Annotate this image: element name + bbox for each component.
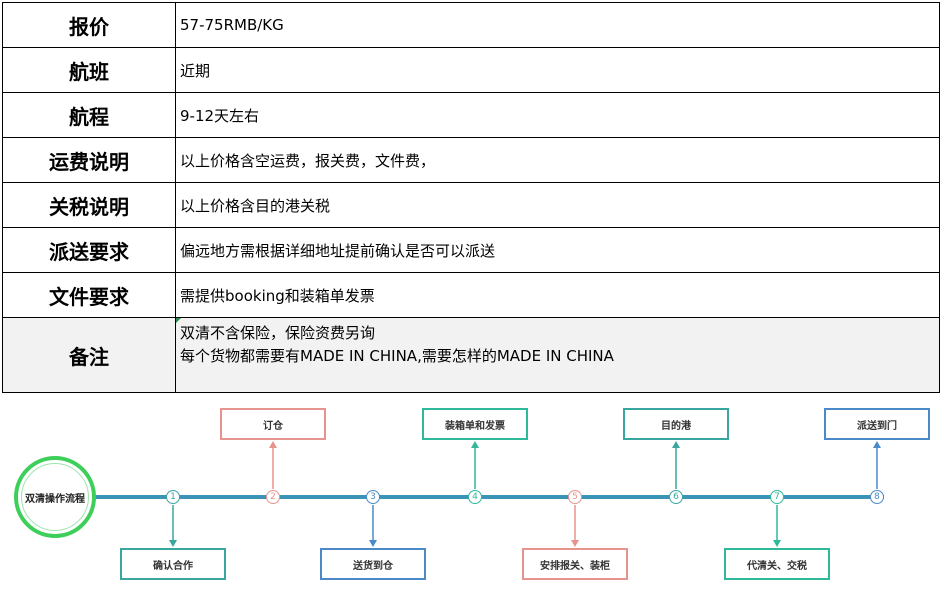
step-box: 代清关、交税 [724,548,830,580]
step-node: 4 [468,490,482,504]
table-row: 报价 57-75RMB/KG [2,2,940,48]
table-row: 派送要求 偏远地方需根据详细地址提前确认是否可以派送 [2,227,940,273]
row-key: 文件要求 [2,272,176,318]
row-key: 关税说明 [2,182,176,228]
row-key: 航班 [2,47,176,93]
row-value: 57-75RMB/KG [175,2,940,48]
step-node: 2 [266,490,280,504]
row-key: 航程 [2,92,176,138]
arrow-head-icon [269,441,277,448]
step-node: 7 [770,490,784,504]
flow-connectors [94,441,884,547]
arrow-head-icon [471,441,479,448]
table-row: 航程 9-12天左右 [2,92,940,138]
step-node: 1 [166,490,180,504]
row-value: 需提供booking和装箱单发票 [175,272,940,318]
remark-value: 双清不含保险，保险资费另询 每个货物都需要有MADE IN CHINA,需要怎样… [175,317,940,393]
table-row: 关税说明 以上价格含目的港关税 [2,182,940,228]
row-key: 报价 [2,2,176,48]
step-node: 6 [669,490,683,504]
arrow-head-icon [369,540,377,547]
cell-comment-marker [176,318,181,323]
step-box: 订仓 [220,408,326,440]
step-box: 安排报关、装柜 [522,548,628,580]
row-key: 备注 [2,317,176,393]
row-value: 近期 [175,47,940,93]
info-table: 报价 57-75RMB/KG 航班 近期 航程 9-12天左右 运费说明 以上价… [2,2,940,393]
step-box: 目的港 [623,408,729,440]
arrow-head-icon [773,540,781,547]
arrow-head-icon [672,441,680,448]
remark-line: 双清不含保险，保险资费另询 [180,324,376,342]
step-box: 确认合作 [120,548,226,580]
row-value: 偏远地方需根据详细地址提前确认是否可以派送 [175,227,940,273]
process-flow-diagram: 双清操作流程 1 确认合作 2 订仓 3 送货到仓 4 装箱单和发票 5 安排报关、装柜 6 目的港 7… [0,395,942,607]
start-label: 双清操作流程 [21,463,89,531]
row-key: 派送要求 [2,227,176,273]
arrow-head-icon [873,441,881,448]
step-node: 8 [870,490,884,504]
arrow-head-icon [571,540,579,547]
table-row: 文件要求 需提供booking和装箱单发票 [2,272,940,318]
start-circle: 双清操作流程 [14,456,96,538]
row-key: 运费说明 [2,137,176,183]
step-box: 派送到门 [824,408,930,440]
step-node: 5 [568,490,582,504]
table-row: 运费说明 以上价格含空运费，报关费，文件费， [2,137,940,183]
row-value: 以上价格含空运费，报关费，文件费， [175,137,940,183]
step-box: 送货到仓 [320,548,426,580]
table-row-remark: 备注 双清不含保险，保险资费另询 每个货物都需要有MADE IN CHINA,需… [2,317,940,393]
table-row: 航班 近期 [2,47,940,93]
arrow-head-icon [169,540,177,547]
remark-line: 每个货物都需要有MADE IN CHINA,需要怎样的MADE IN CHINA [180,347,614,365]
row-value: 9-12天左右 [175,92,940,138]
row-value: 以上价格含目的港关税 [175,182,940,228]
step-box: 装箱单和发票 [422,408,528,440]
step-node: 3 [366,490,380,504]
